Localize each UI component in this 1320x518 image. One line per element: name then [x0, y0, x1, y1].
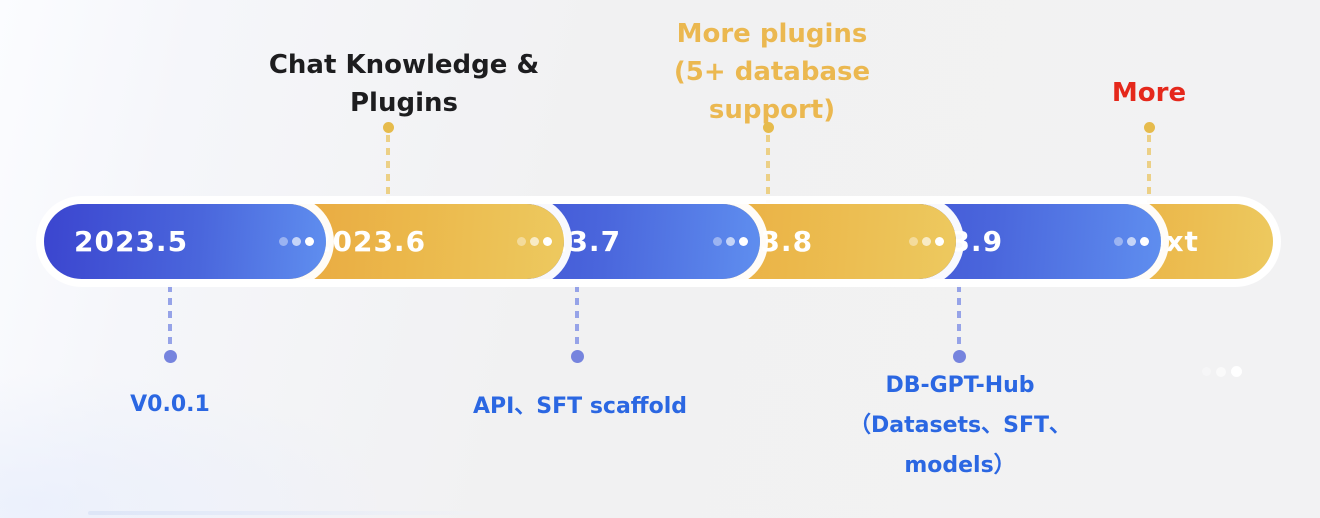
annotation-line: Chat Knowledge & [268, 50, 540, 80]
timeline-segment-2023-5: 2023.5 [44, 204, 326, 279]
annotation-line: V0.0.1 [130, 392, 210, 417]
connector-top-2023-6 [381, 122, 395, 203]
annotation-line: API、SFT scaffold [472, 394, 688, 419]
annotation-line: More plugins [676, 19, 868, 49]
ellipsis-dots-icon [909, 237, 944, 246]
annotation-v0-0-1: V0.0.1 [50, 385, 290, 425]
annotation-chat-knowledge-plugins: Chat Knowledge & Plugins [244, 46, 564, 122]
annotation-db-gpt-hub: DB-GPT-Hub （Datasets、SFT、 models） [810, 366, 1110, 486]
connector-bottom-2023-5 [163, 285, 177, 363]
annotation-line: models） [904, 453, 1016, 478]
ellipsis-dots-icon [713, 237, 748, 246]
annotation-api-sft-scaffold: API、SFT scaffold [430, 387, 730, 427]
dashed-line-icon [386, 135, 390, 203]
ellipsis-dots-icon [517, 237, 552, 246]
connector-dot-icon [762, 122, 774, 133]
connector-bottom-2023-9 [952, 285, 966, 363]
ellipsis-dots-icon [279, 237, 314, 246]
connector-dot-icon [163, 350, 177, 363]
dashed-line-icon [1147, 135, 1151, 203]
annotation-more-plugins: More plugins (5+ database support) [612, 15, 932, 129]
connector-bottom-2023-7 [570, 285, 584, 363]
background-ellipsis-dots-icon [1202, 366, 1242, 377]
annotation-line: DB-GPT-Hub [885, 373, 1035, 398]
annotation-line: (5+ database [673, 57, 871, 87]
connector-dot-icon [570, 350, 584, 363]
dashed-line-icon [168, 285, 172, 349]
connector-top-next [1142, 122, 1156, 203]
segment-label: 2023.5 [74, 225, 189, 258]
annotation-line: Plugins [350, 88, 458, 118]
connector-dot-icon [382, 122, 394, 133]
connector-dot-icon [1143, 122, 1155, 133]
annotation-more: More [989, 74, 1309, 112]
bottom-accent-bar [88, 511, 480, 515]
dashed-line-icon [957, 285, 961, 349]
segment-label: 2023.6 [312, 225, 427, 258]
connector-dot-icon [952, 350, 966, 363]
annotation-line: （Datasets、SFT、 [849, 413, 1071, 438]
ellipsis-dots-icon [1114, 237, 1149, 246]
dashed-line-icon [575, 285, 579, 349]
annotation-line: support) [708, 95, 836, 125]
connector-top-2023-8 [761, 122, 775, 203]
annotation-line: More [1111, 78, 1187, 108]
dashed-line-icon [766, 135, 770, 203]
